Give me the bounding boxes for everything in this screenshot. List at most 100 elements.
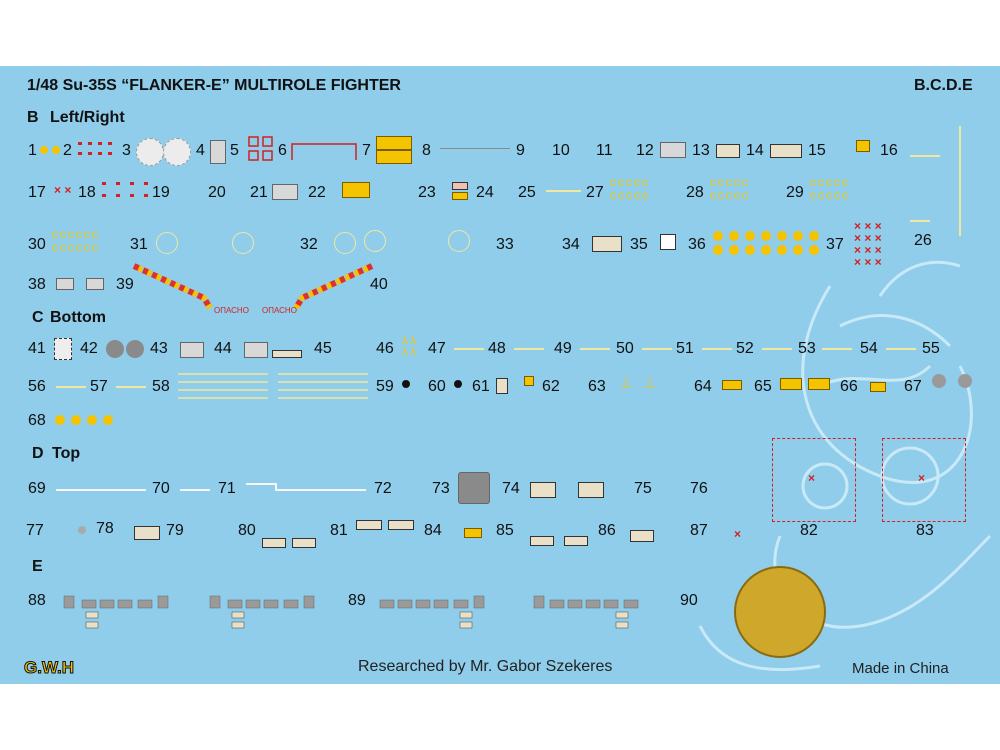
decal-43-art [180, 342, 204, 358]
decal-21-art [272, 184, 298, 200]
decal-85-art-2 [564, 536, 588, 546]
decal-number-38: 38 [28, 276, 46, 293]
section-b-title: Left/Right [50, 109, 125, 126]
decal-number-59: 59 [376, 378, 394, 395]
decal-23-art-2 [452, 192, 468, 200]
decal-number-63: 63 [588, 378, 606, 395]
decal-47-art [454, 348, 484, 350]
decal-1-art-2 [52, 146, 60, 154]
decal-number-14: 14 [746, 142, 764, 159]
decal-61-art [496, 378, 508, 394]
decal-number-40: 40 [370, 276, 388, 293]
decal-number-44: 44 [214, 340, 232, 357]
decal-number-52: 52 [736, 340, 754, 357]
decal-80-art [262, 538, 286, 548]
decal-12-art [660, 142, 686, 158]
decal-48-art [514, 348, 544, 350]
decal-number-1: 1 [28, 142, 37, 159]
decal-44-art [244, 342, 268, 358]
research-credit: Researched by Mr. Gabor Szekeres [358, 658, 613, 675]
decal-57-art [116, 386, 146, 388]
decal-number-32: 32 [300, 236, 318, 253]
decal-40-art [293, 263, 374, 310]
decal-number-83: 83 [916, 522, 934, 539]
decal-81-art [356, 520, 382, 530]
decal-number-35: 35 [630, 236, 648, 253]
decal-89-art [379, 595, 639, 629]
sheet-title: 1/48 Su-35S “FLANKER-E” MULTIROLE FIGHTE… [27, 77, 401, 94]
decal-77-art [78, 526, 86, 534]
decal-number-53: 53 [798, 340, 816, 357]
decal-58-art [178, 373, 368, 399]
decal-number-87: 87 [690, 522, 708, 539]
decal-number-42: 42 [80, 340, 98, 357]
decal-number-36: 36 [688, 236, 706, 253]
decal-number-70: 70 [152, 480, 170, 497]
decal-59-art [402, 380, 410, 388]
decal-52-art [762, 348, 792, 350]
decal-number-58: 58 [152, 378, 170, 395]
decal-number-8: 8 [422, 142, 431, 159]
decal-83-art [882, 438, 966, 522]
decal-number-41: 41 [28, 340, 46, 357]
decal-number-27: 27 [586, 184, 604, 201]
decal-number-29: 29 [786, 184, 804, 201]
decal-number-76: 76 [690, 480, 708, 497]
decal-number-43: 43 [150, 340, 168, 357]
decal-67-art [932, 374, 946, 388]
decal-number-49: 49 [554, 340, 572, 357]
decal-56-art [56, 386, 86, 388]
decal-88-art [63, 595, 315, 629]
decal-number-10: 10 [552, 142, 570, 159]
decal-number-66: 66 [840, 378, 858, 395]
decal-51-art [702, 348, 732, 350]
decal-49-art [580, 348, 610, 350]
decal-number-28: 28 [686, 184, 704, 201]
decal-70-art [180, 489, 210, 491]
decal-number-60: 60 [428, 378, 446, 395]
decal-number-19: 19 [152, 184, 170, 201]
decal-number-75: 75 [634, 480, 652, 497]
section-e-letter: E [32, 558, 43, 575]
decal-number-9: 9 [516, 142, 525, 159]
danger-stencil-left: ОПАСНО [214, 306, 249, 315]
decal-61-art-2 [524, 376, 534, 386]
decal-number-22: 22 [308, 184, 326, 201]
decal-37-art: × × ×× × ×× × ×× × × [854, 219, 882, 269]
decal-number-72: 72 [374, 480, 392, 497]
decal-32-art [334, 232, 356, 254]
decal-38-art-2 [86, 278, 104, 290]
decal-35-art [660, 234, 676, 250]
decal-number-86: 86 [598, 522, 616, 539]
decal-number-78: 78 [96, 520, 114, 537]
decal-17-art: × × [54, 183, 72, 197]
decal-number-56: 56 [28, 378, 46, 395]
decal-number-24: 24 [476, 184, 494, 201]
decal-63-art: ⊥ ⊥ [620, 374, 657, 390]
decal-31-art [156, 232, 178, 254]
decal-87-art: × [734, 527, 742, 541]
decal-number-11: 11 [596, 142, 613, 159]
decal-3-art-2 [163, 138, 191, 166]
decal-5-art [248, 136, 273, 161]
section-c-title: Bottom [50, 309, 106, 326]
decal-number-18: 18 [78, 184, 96, 201]
decal-number-69: 69 [28, 480, 46, 497]
decal-42-art [106, 340, 124, 358]
decal-number-3: 3 [122, 142, 131, 159]
decal-number-5: 5 [230, 142, 239, 159]
gwh-logo: G.W.H [23, 658, 75, 678]
decal-32-art-3 [448, 230, 470, 252]
decal-65-art [780, 378, 802, 390]
decal-number-47: 47 [428, 340, 446, 357]
decal-80-art-2 [292, 538, 316, 548]
decal-54-art [886, 348, 916, 350]
section-d-letter: D [32, 445, 44, 462]
decal-32-art-2 [364, 230, 386, 252]
section-b-letter: B [27, 109, 39, 126]
decal-15-art [856, 140, 870, 152]
decal-number-13: 13 [692, 142, 710, 159]
decal-68-art [55, 415, 113, 425]
